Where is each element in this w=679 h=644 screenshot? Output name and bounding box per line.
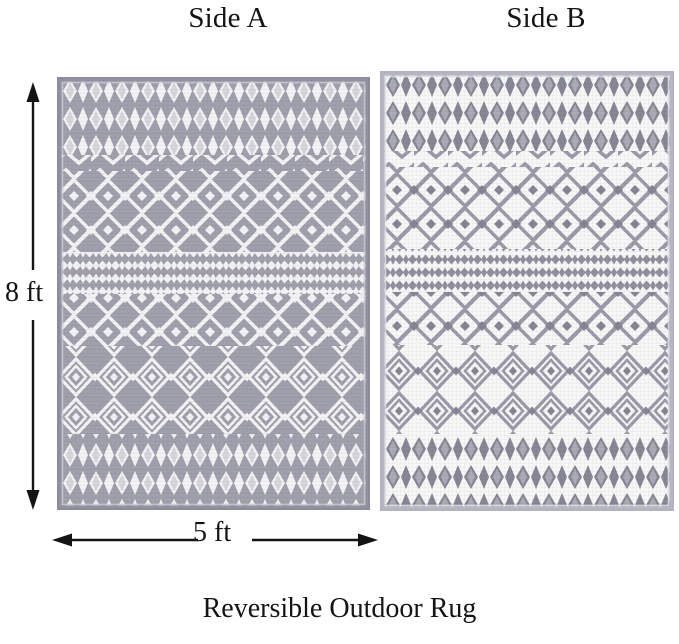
width-dimension-arrow <box>52 523 378 557</box>
side-b-title: Side B <box>506 2 586 34</box>
height-dimension-label: 8 ft <box>5 277 44 308</box>
side-a-title: Side A <box>188 2 268 34</box>
width-dimension-label: 5 ft <box>193 517 232 548</box>
rug-side-a-image <box>57 77 370 510</box>
height-dimension-arrow <box>17 82 59 510</box>
figure-caption: Reversible Outdoor Rug <box>202 593 477 624</box>
rug-side-b-image <box>380 71 674 511</box>
